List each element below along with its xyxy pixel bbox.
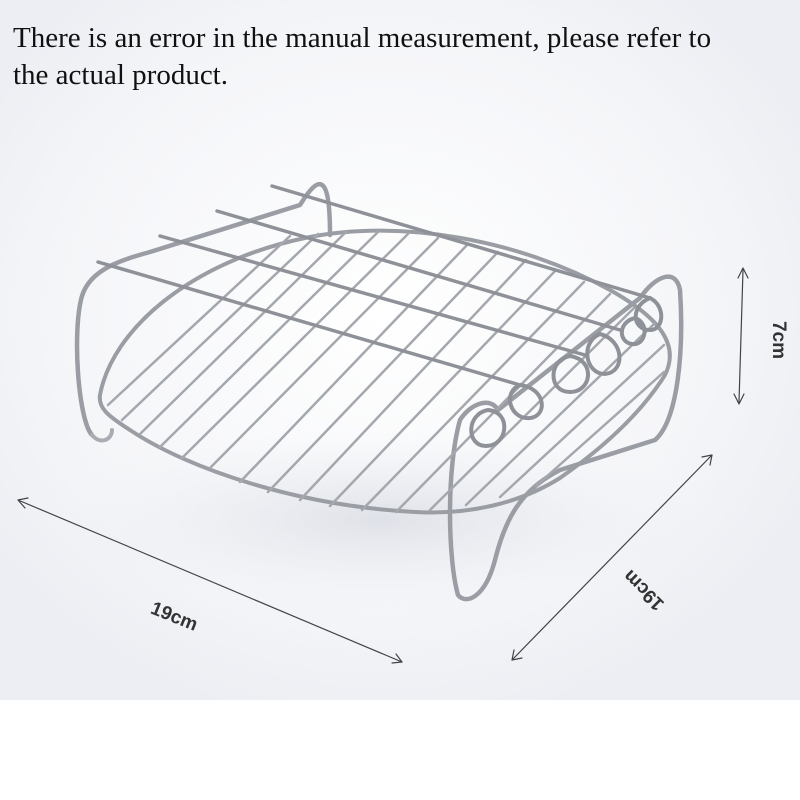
skewer-handles bbox=[469, 296, 664, 448]
depth-arrow bbox=[511, 454, 713, 661]
width-arrow bbox=[17, 499, 403, 663]
skewers bbox=[96, 184, 652, 387]
height-arrow bbox=[738, 269, 744, 403]
right-leg bbox=[447, 274, 684, 602]
depth-label: 19cm bbox=[620, 565, 669, 614]
skewer-4 bbox=[96, 260, 522, 387]
photo-backdrop bbox=[0, 0, 800, 700]
skewer-2 bbox=[215, 209, 622, 332]
dimension-lines bbox=[17, 267, 749, 664]
skewer-3 bbox=[158, 234, 587, 357]
left-leg bbox=[74, 181, 333, 438]
skewer-1 bbox=[270, 184, 652, 300]
grate-bars bbox=[106, 230, 666, 514]
measurement-notice: There is an error in the manual measurem… bbox=[13, 22, 712, 91]
width-label: 19cm bbox=[148, 598, 201, 636]
height-label: 7cm bbox=[768, 321, 789, 359]
